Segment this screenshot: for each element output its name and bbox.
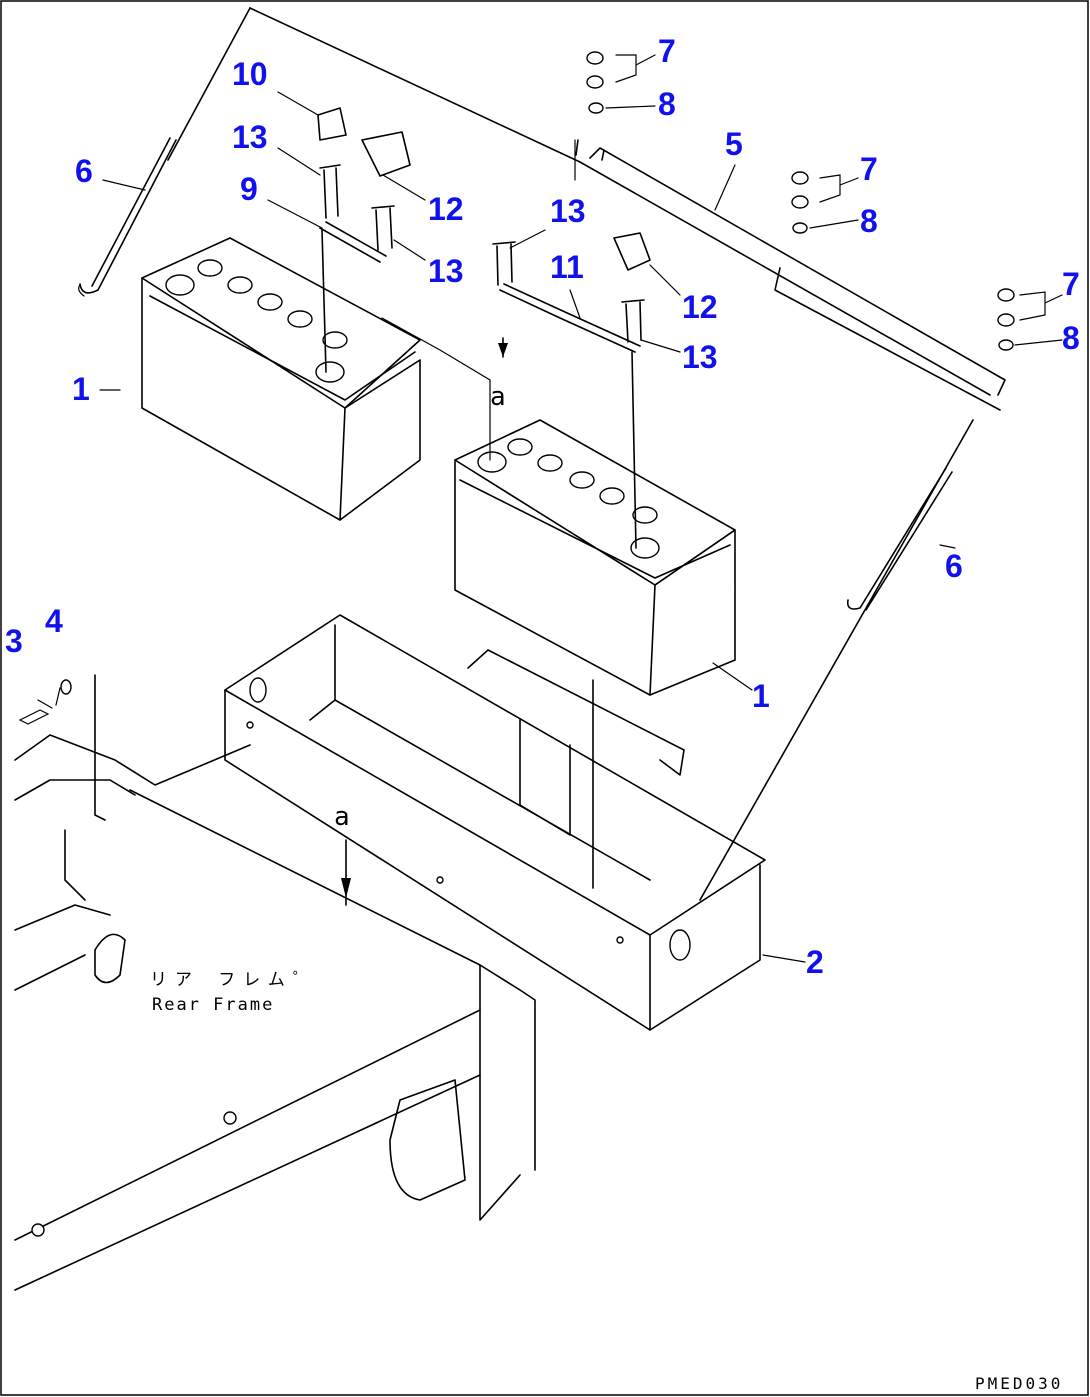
battery-cover: [167, 7, 1006, 901]
support-rod-left: [78, 137, 177, 297]
battery-box: [224, 614, 766, 1031]
callout-13-topleft: 13: [232, 119, 268, 155]
callout-8-right: 8: [1062, 320, 1080, 356]
battery-right: [454, 419, 736, 696]
callout-9: 9: [240, 171, 258, 207]
cable-and-terminals: [317, 107, 651, 549]
frame-label-english: Rear Frame: [152, 995, 274, 1015]
callout-7-right: 7: [1062, 266, 1080, 302]
nuts-and-washers: [586, 51, 1015, 351]
callout-7-top: 7: [658, 33, 676, 69]
callout-13-right: 13: [682, 339, 718, 375]
callout-4: 4: [45, 603, 63, 639]
view-marker-a-bottom: a: [334, 802, 350, 832]
view-arrows: [341, 317, 508, 906]
callout-5: 5: [725, 126, 743, 162]
callout-6-left: 6: [75, 153, 93, 189]
callout-13-left: 13: [428, 253, 464, 289]
frame-label-japanese: リア フレム゜: [150, 970, 318, 990]
view-marker-a-top: a: [490, 382, 506, 412]
battery-left: [141, 237, 421, 521]
callout-1-right: 1: [752, 678, 770, 714]
callout-12-right: 12: [682, 289, 718, 325]
callout-3: 3: [5, 623, 23, 659]
callout-10: 10: [232, 56, 268, 92]
rear-frame: [14, 674, 536, 1291]
callout-8-middle: 8: [860, 203, 878, 239]
callout-2: 2: [806, 944, 824, 980]
support-rod-right: [846, 467, 953, 611]
callout-13-center: 13: [550, 193, 586, 229]
drawing-code: PMED030: [975, 1374, 1063, 1393]
callout-8-top: 8: [658, 86, 676, 122]
callout-11: 11: [550, 249, 584, 285]
leader-lines: [37, 54, 1063, 963]
callout-12-top: 12: [428, 191, 464, 227]
callout-1-left: 1: [72, 371, 90, 407]
callout-6-right: 6: [945, 548, 963, 584]
callout-7-middle: 7: [860, 151, 878, 187]
